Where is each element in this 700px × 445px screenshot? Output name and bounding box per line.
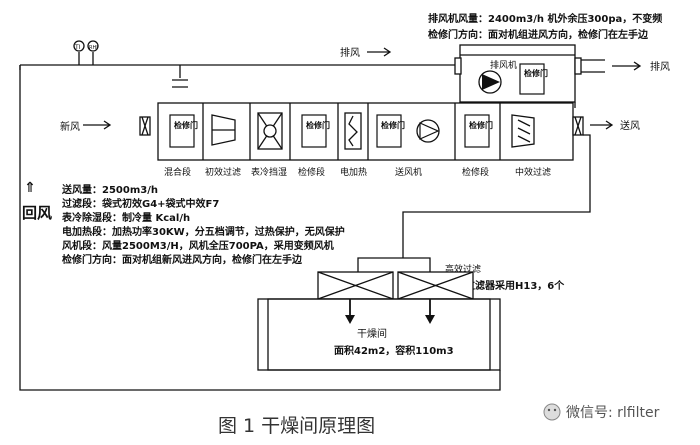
room-name: 干燥间 xyxy=(357,327,387,340)
supply-fan-door-label: 检修门 xyxy=(381,120,405,130)
ahu-section-dividers xyxy=(202,103,501,160)
exhaust-door-label: 检修门 xyxy=(524,68,548,78)
supply-air-arrow-icon xyxy=(590,120,614,130)
exhaust-fan-label: 排风机 xyxy=(490,59,517,71)
rhi-label: RHI xyxy=(89,45,98,51)
return-damper-icon xyxy=(172,79,188,88)
return-air-duct xyxy=(19,65,501,391)
access-section-2-door xyxy=(464,114,490,148)
supply-air-label: 送风 xyxy=(620,119,640,132)
medium-filter-icon xyxy=(511,114,535,148)
exhaust-spec-line1: 排风机风量：2400m3/h 机外余压300pa，不变频 xyxy=(428,12,662,25)
ahu-section-labels: 混合段 初效过滤 表冷挡湿 检修段 电加热 送风机 检修段 中效过滤 xyxy=(164,166,551,178)
access2-door-label: 检修门 xyxy=(469,120,493,130)
drying-room-inner xyxy=(267,298,491,371)
hepa-note: 高效过滤器采用H13，6个 xyxy=(445,279,565,292)
exhaust-flow-label-right: 排风 xyxy=(650,60,670,73)
mixing-door-label: 检修门 xyxy=(174,120,198,130)
supply-duct-branch-right xyxy=(403,257,431,272)
mixing-access-door xyxy=(169,114,195,148)
access1-door-label: 检修门 xyxy=(306,120,330,130)
room-supply-arrow-left-icon xyxy=(345,315,355,324)
section-label-cooling: 表冷挡湿 xyxy=(251,166,287,178)
electric-heater-icon xyxy=(344,112,362,150)
section-label-medium-filter: 中效过滤 xyxy=(515,166,551,178)
damper-blade-b xyxy=(141,116,149,136)
heater-element-icon xyxy=(348,115,358,147)
supply-fan-blade-icon xyxy=(419,122,440,140)
exhaust-flex-left-icon xyxy=(454,57,462,75)
section-label-heater: 电加热 xyxy=(340,166,367,178)
return-air-arrow-icon: ⇑ xyxy=(24,180,36,196)
exhaust-access-door xyxy=(519,63,545,95)
coil-eliminator-icon xyxy=(263,124,277,138)
exhaust-flex-right-icon xyxy=(574,57,582,75)
drying-room xyxy=(257,298,501,371)
section-label-access-1: 检修段 xyxy=(298,166,325,178)
hepa-right-x-b xyxy=(397,271,474,300)
return-air-label: 回风 xyxy=(22,204,52,222)
note-supply-airflow: 送风量：2500m3/h xyxy=(61,183,158,196)
exhaust-fan-blade-icon xyxy=(482,74,500,90)
temp-indicator-icon xyxy=(73,40,85,52)
wechat-id: 微信号: rlfilter xyxy=(566,405,660,421)
exhaust-outlet-arrow-icon xyxy=(612,61,642,71)
exhaust-arrow-mid-icon xyxy=(367,47,392,57)
note-cooling-section: 表冷除湿段：制冷量 Kcal/h xyxy=(61,211,190,224)
supply-duct-branch-left xyxy=(357,257,403,272)
exhaust-spec-line2: 检修门方向：面对机组进风方向，检修门在左手边 xyxy=(428,28,649,41)
supply-duct xyxy=(402,134,591,258)
wechat-icon xyxy=(543,403,561,421)
wechat-watermark: 微信号: rlfilter xyxy=(543,403,660,421)
exhaust-fan-box xyxy=(459,44,576,103)
ti-label: TI xyxy=(74,44,81,51)
primary-filter-icon xyxy=(211,114,236,146)
room-size: 面积42m2，容积110m3 xyxy=(334,344,454,357)
section-label-primary-filter: 初效过滤 xyxy=(205,166,241,178)
supply-fan-access-door xyxy=(376,114,402,148)
section-label-supply-fan: 送风机 xyxy=(395,166,422,178)
outlet-blade-b xyxy=(574,116,582,136)
section-label-access-2: 检修段 xyxy=(462,166,489,178)
section-label-mixing: 混合段 xyxy=(164,166,191,178)
figure-caption: 图 1 干燥间原理图 xyxy=(218,415,375,437)
hepa-left-x-b xyxy=(317,271,394,300)
humidity-indicator-icon xyxy=(87,40,99,52)
medium-filter-bags-icon xyxy=(517,119,531,143)
note-fan-section: 风机段：风量2500M3/H，风机全压700PA，采用变频风机 xyxy=(62,239,334,252)
access-section-1-door xyxy=(301,114,327,148)
main-ahu-casing xyxy=(157,102,574,161)
exhaust-flow-label-mid: 排风 xyxy=(340,46,360,59)
spec-notes: 送风量：2500m3/h 过滤段：袋式初效G4+袋式中效F7 表冷除湿段：制冷量… xyxy=(61,183,345,266)
note-filter-section: 过滤段：袋式初效G4+袋式中效F7 xyxy=(62,197,219,210)
room-supply-arrow-right-icon xyxy=(425,315,435,324)
note-heater-section: 电加热段：加热功率30KW，分五档调节，过热保护，无风保护 xyxy=(62,225,345,238)
note-access-door: 检修门方向：面对机组新风进风方向，检修门在左手边 xyxy=(62,253,303,266)
fresh-air-arrow-icon xyxy=(83,120,112,130)
fresh-air-label: 新风 xyxy=(60,120,80,133)
